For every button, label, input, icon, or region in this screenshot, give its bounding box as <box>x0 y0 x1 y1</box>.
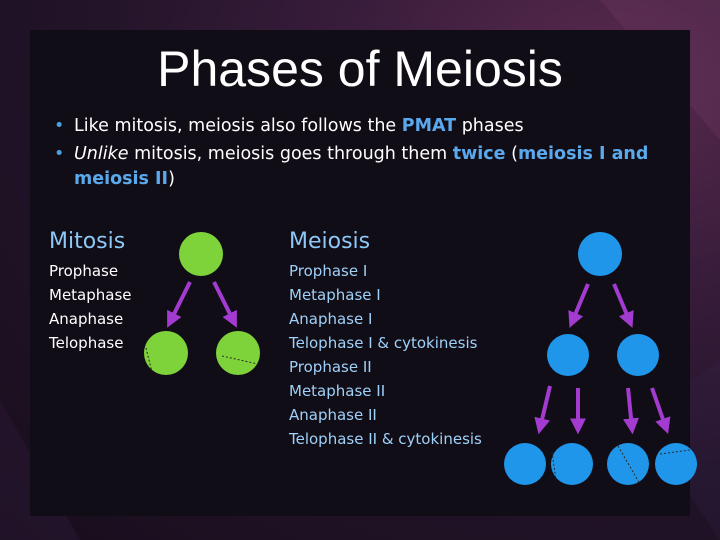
division-arrow <box>214 282 234 322</box>
meiosis-ii-cell <box>617 334 659 376</box>
division-arrow <box>628 388 632 428</box>
meiosis-ii-cell <box>547 334 589 376</box>
gamete-cell <box>655 443 697 485</box>
meiosis-parent-cell <box>578 232 622 276</box>
division-arrow <box>170 282 190 322</box>
division-arrow <box>540 386 550 428</box>
gamete-cell <box>504 443 546 485</box>
mitosis-parent-cell <box>179 232 223 276</box>
mitosis-daughter-cell <box>216 331 260 375</box>
division-arrow <box>572 284 588 322</box>
gamete-cell <box>551 443 593 485</box>
division-arrow <box>652 388 666 428</box>
division-arrow <box>614 284 630 322</box>
